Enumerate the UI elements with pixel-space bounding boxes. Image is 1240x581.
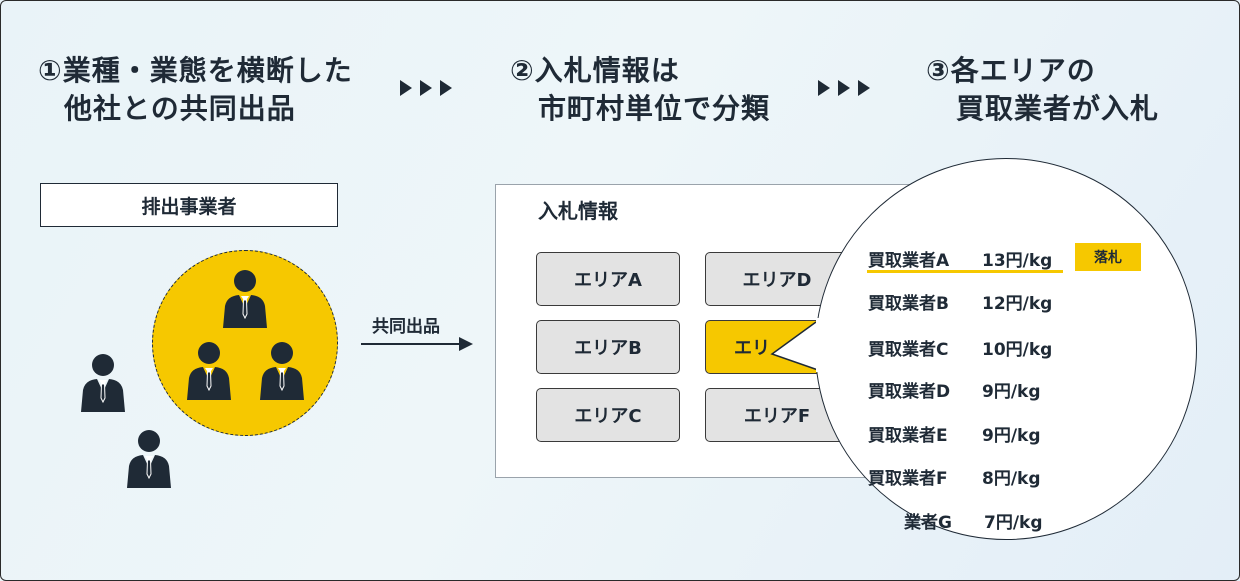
- step-1: ①業種・業態を横断した 他社との共同出品: [38, 52, 353, 128]
- area-label: エリアF: [743, 406, 811, 427]
- area-label: エリアB: [574, 338, 642, 359]
- bid-zoom-circle: [815, 158, 1197, 540]
- area-label: エリアA: [574, 270, 642, 291]
- bidder-name: 業者G: [904, 513, 952, 533]
- chevron-right-icon: [858, 80, 870, 96]
- person-icon: [127, 430, 171, 488]
- bid-row: 買取業者F 8円/kg: [868, 464, 1072, 489]
- joint-listing-arrow-label: 共同出品: [372, 317, 440, 337]
- person-icon: [81, 354, 125, 412]
- bid-row: 買取業者C 10円/kg: [868, 335, 1072, 360]
- winner-badge: 落札: [1075, 243, 1141, 271]
- bidder-name: 買取業者C: [868, 340, 949, 360]
- step-3: ③各エリアの 買取業者が入札: [926, 52, 1159, 128]
- bid-row: 買取業者D 9円/kg: [868, 377, 1072, 402]
- bidder-name: 買取業者F: [868, 469, 948, 489]
- bid-price: 9円/kg: [982, 426, 1041, 446]
- step-3-line1: ③各エリアの: [926, 54, 1096, 87]
- chevron-right-icon: [400, 80, 412, 96]
- bid-price: 7円/kg: [984, 513, 1043, 533]
- bid-price: 8円/kg: [982, 469, 1041, 489]
- bid-row: 買取業者B 12円/kg: [868, 289, 1072, 314]
- bid-row: 業者G 7円/kg: [904, 508, 1074, 533]
- emitter-label: 排出事業者: [141, 195, 237, 218]
- callout-pointer: [770, 318, 830, 372]
- emitter-label-box: 排出事業者: [40, 183, 338, 227]
- step-1-line1: ①業種・業態を横断した: [38, 54, 353, 87]
- area-a: エリアA: [536, 252, 680, 306]
- step-2-line2: 市町村単位で分類: [538, 92, 771, 125]
- bid-price: 9円/kg: [982, 382, 1041, 402]
- bid-price: 10円/kg: [982, 340, 1053, 360]
- step-2-line1: ②入札情報は: [510, 54, 680, 87]
- bid-row: 買取業者A 13円/kg: [868, 246, 1072, 271]
- arrow-right-icon: [361, 337, 473, 351]
- bidder-name: 買取業者B: [868, 294, 949, 314]
- area-c: エリアC: [536, 388, 680, 442]
- bid-price: 13円/kg: [982, 251, 1053, 271]
- step-2: ②入札情報は 市町村単位で分類: [510, 52, 770, 128]
- chevron-right-icon: [838, 80, 850, 96]
- area-label: エリ: [734, 338, 770, 359]
- bidder-name: 買取業者A: [868, 251, 950, 271]
- bid-info-title: 入札情報: [538, 199, 618, 223]
- winner-underline: [867, 270, 1063, 273]
- bidder-name: 買取業者D: [868, 382, 951, 402]
- step-3-line2: 買取業者が入札: [956, 92, 1160, 125]
- step-1-line2: 他社との共同出品: [64, 92, 296, 125]
- chevrons-2: [818, 80, 870, 96]
- chevron-right-icon: [818, 80, 830, 96]
- bid-row: 買取業者E 9円/kg: [868, 421, 1072, 446]
- bidder-name: 買取業者E: [868, 426, 948, 446]
- person-icon: [223, 270, 267, 328]
- chevrons-1: [400, 80, 452, 96]
- area-b: エリアB: [536, 320, 680, 374]
- area-label: エリアD: [742, 270, 812, 291]
- bid-price: 12円/kg: [982, 294, 1053, 314]
- area-label: エリアC: [574, 406, 642, 427]
- chevron-right-icon: [440, 80, 452, 96]
- chevron-right-icon: [420, 80, 432, 96]
- person-icon: [260, 342, 304, 400]
- person-icon: [187, 342, 231, 400]
